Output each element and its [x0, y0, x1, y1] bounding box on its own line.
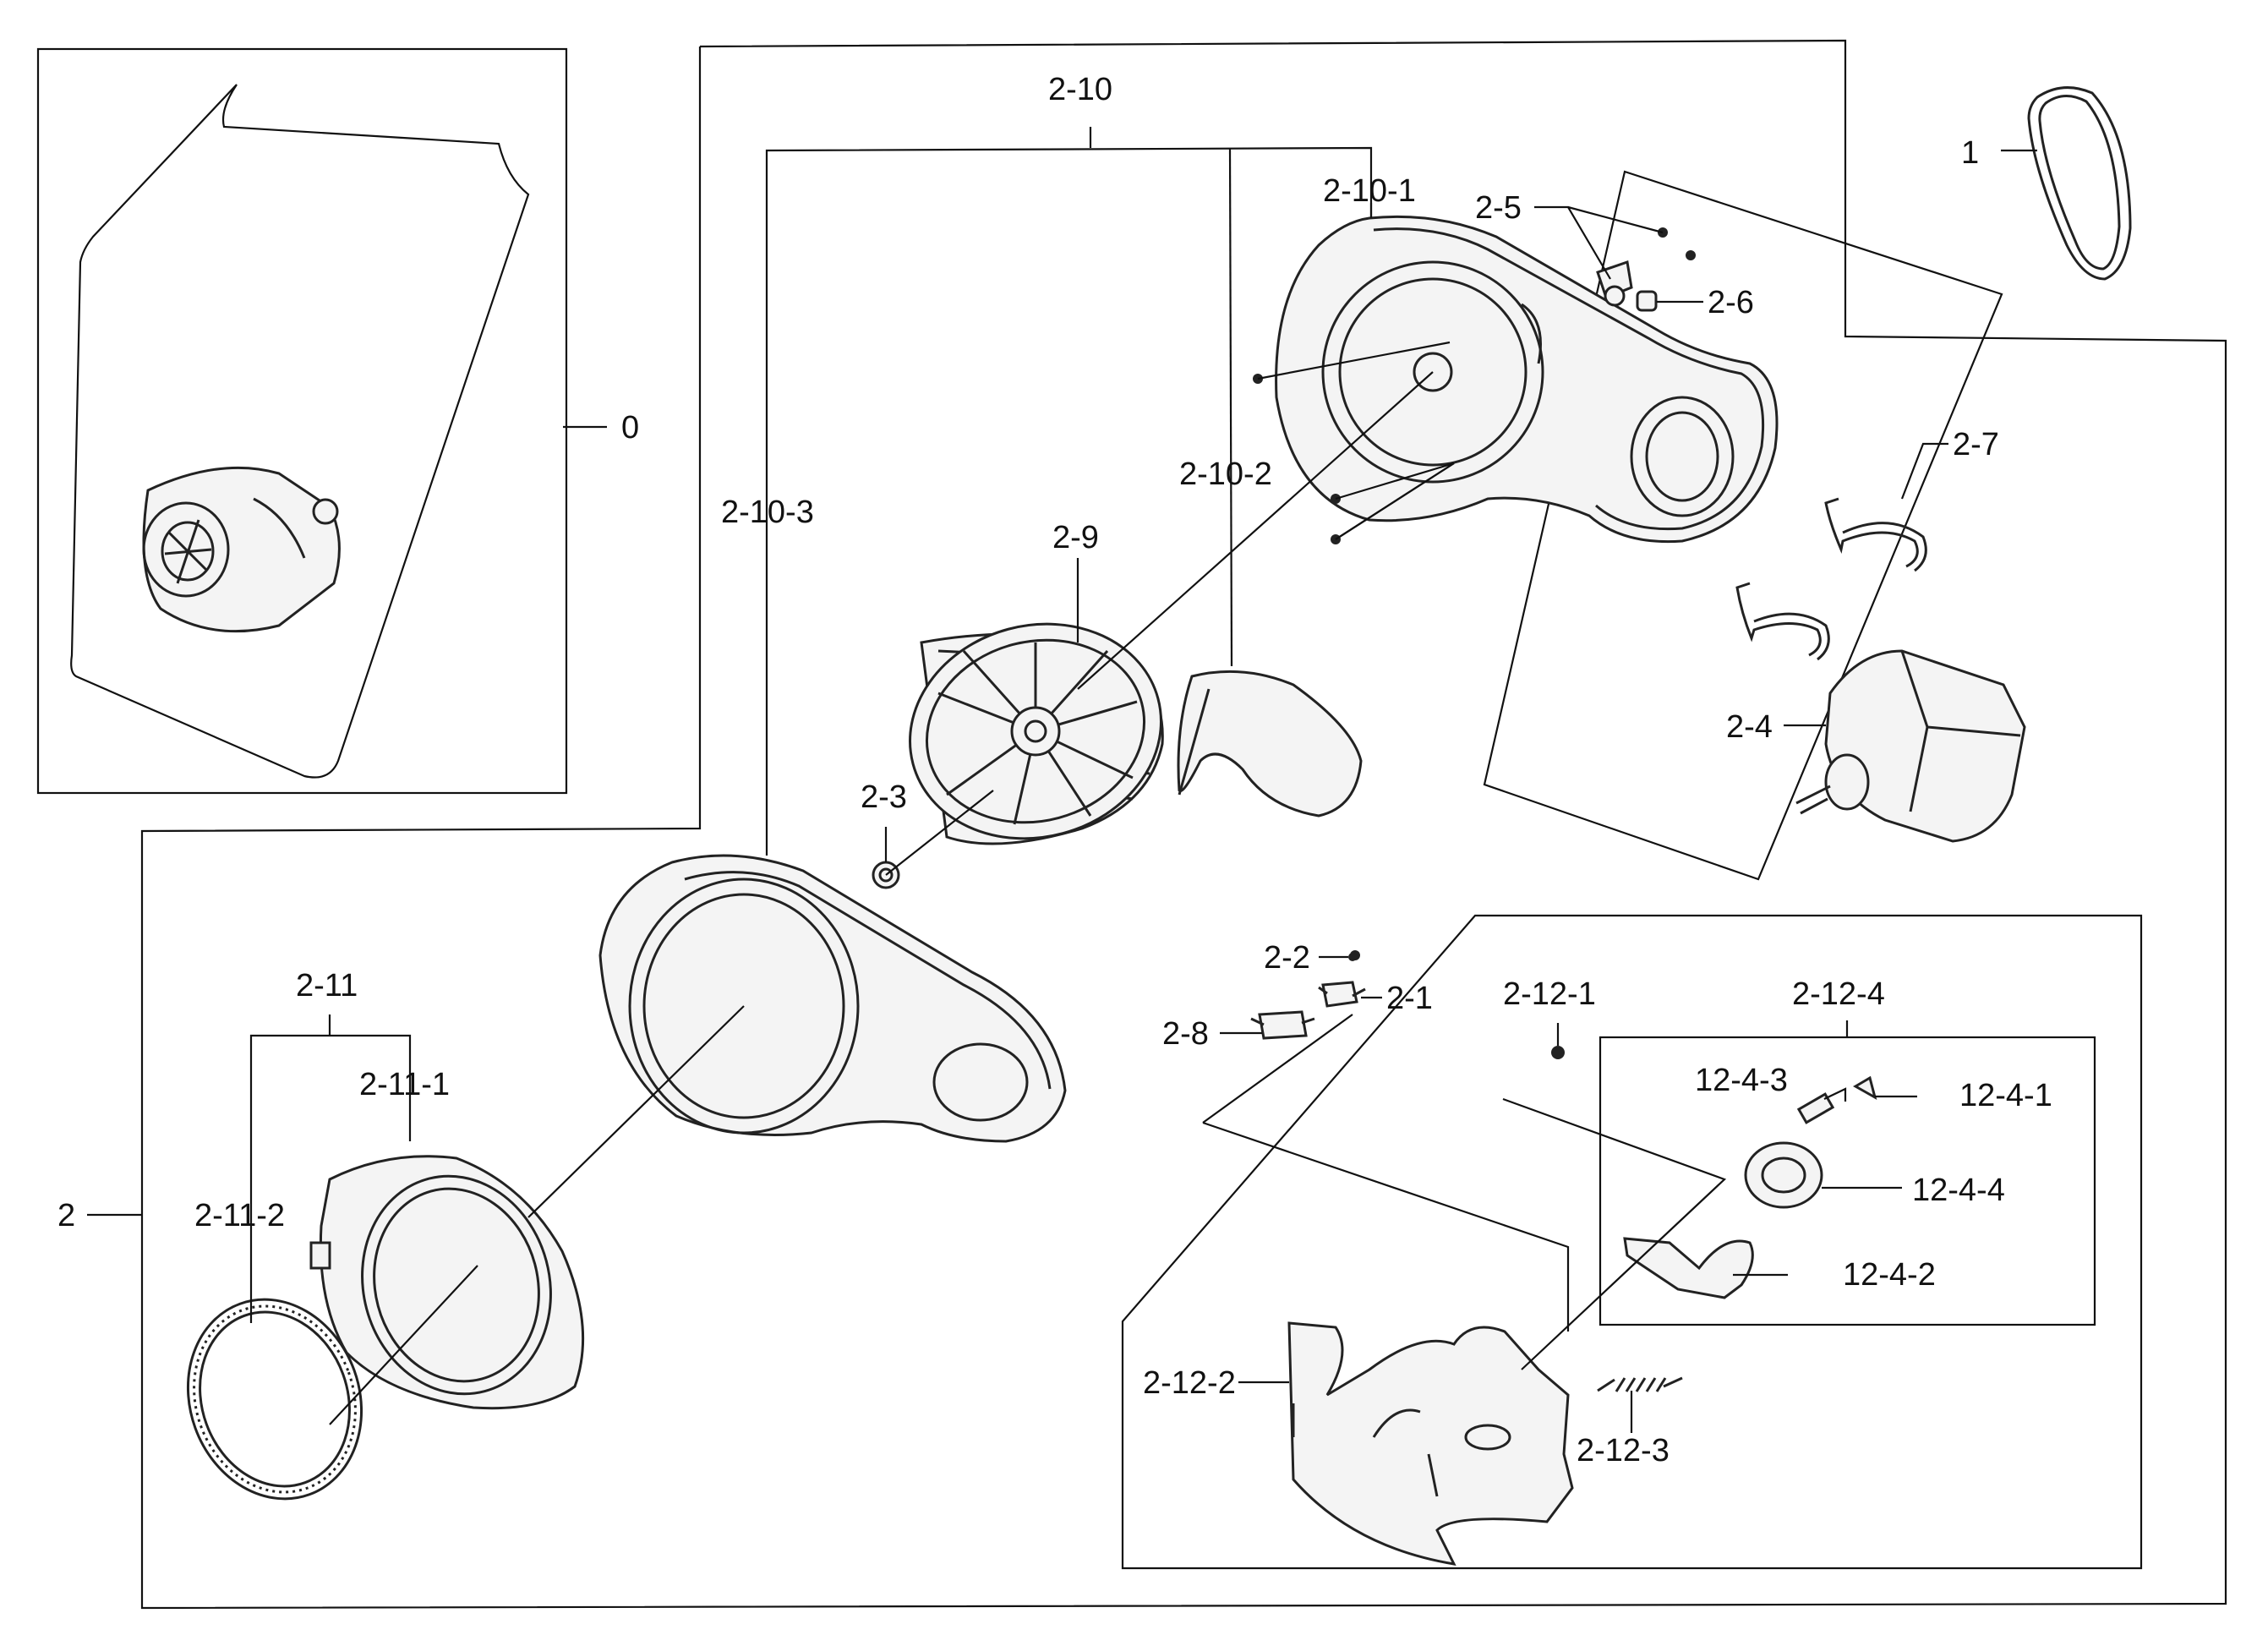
label-12-4-2: 12-4-2: [1843, 1257, 1936, 1293]
leader-lines: [87, 127, 2037, 1433]
label-2-12-4: 2-12-4: [1792, 976, 1885, 1012]
label-2-8: 2-8: [1162, 1016, 1209, 1052]
part-2-11-1-front-ring: [309, 1155, 585, 1410]
label-0: 0: [621, 410, 639, 446]
label-2-9: 2-9: [1052, 520, 1099, 555]
label-2-3: 2-3: [861, 779, 907, 815]
frame-bracket-2-12: [1121, 914, 2143, 1570]
label-2-11-2: 2-11-2: [194, 1198, 285, 1233]
label-12-4-4: 12-4-4: [1912, 1173, 2005, 1208]
part-2-2-screw: [1348, 953, 1357, 961]
label-2-11: 2-11: [296, 968, 358, 1003]
part-2-1-thermostat: [1318, 981, 1366, 1008]
part-12-4-2-idler-arm: [1623, 1237, 1754, 1299]
label-2-6: 2-6: [1708, 285, 1754, 320]
label-2-11-1: 2-11-1: [359, 1067, 450, 1102]
label-2-12-3: 2-12-3: [1577, 1433, 1670, 1468]
label-2-10-3: 2-10-3: [721, 495, 814, 530]
label-12-4-1: 12-4-1: [1959, 1078, 2052, 1113]
label-1: 1: [1961, 135, 1979, 171]
part-2-12-3-spring: [1597, 1376, 1683, 1392]
label-2-10-2: 2-10-2: [1179, 457, 1272, 492]
part-2-8-thermostat: [1250, 1010, 1315, 1040]
part-12-4-1-clip: [1852, 1075, 1877, 1101]
part-12-4-3-shaft: [1796, 1092, 1835, 1124]
part-2-10-1-rear-housing: [1275, 215, 1779, 544]
label-2-12-1: 2-12-1: [1503, 976, 1596, 1012]
label-2: 2: [57, 1198, 75, 1233]
part-2-12-2-bracket: [1287, 1321, 1574, 1566]
label-2-12-2: 2-12-2: [1143, 1365, 1236, 1401]
part-2-9-blower-wheel: [909, 622, 1164, 845]
part-2-6-sensor: [1636, 290, 1658, 312]
part-2-11-2-gasket: [186, 1298, 363, 1501]
label-2-5: 2-5: [1475, 190, 1522, 226]
label-2-2: 2-2: [1264, 940, 1310, 976]
part-0-complete-assembly: [70, 84, 530, 779]
label-2-10-1: 2-10-1: [1323, 173, 1416, 209]
label-12-4-3: 12-4-3: [1695, 1063, 1788, 1098]
part-1-belt: [2027, 86, 2132, 281]
frame-motor-2-4: [1483, 170, 2003, 881]
label-2-7: 2-7: [1953, 427, 1999, 462]
part-2-10-3-front-housing: [598, 854, 1067, 1143]
frame-assembly-0: [36, 47, 568, 795]
label-2-1: 2-1: [1386, 981, 1433, 1016]
part-labels: 0 1 2 2-1 2-2 2-3 2-4 2-5 2-6 2-7 2-8 2-…: [57, 72, 2052, 1468]
frame-assembly-2: [140, 39, 2227, 1610]
part-12-4-4-idler-pulley: [1744, 1141, 1823, 1209]
assembly-thumbnail: [142, 466, 341, 633]
part-2-10-2-duct-seal: [1177, 670, 1363, 818]
label-2-4: 2-4: [1726, 709, 1773, 745]
part-2-7-clamps: [1735, 497, 1927, 661]
part-2-4-motor: [1795, 649, 2026, 843]
label-2-10: 2-10: [1048, 72, 1112, 107]
